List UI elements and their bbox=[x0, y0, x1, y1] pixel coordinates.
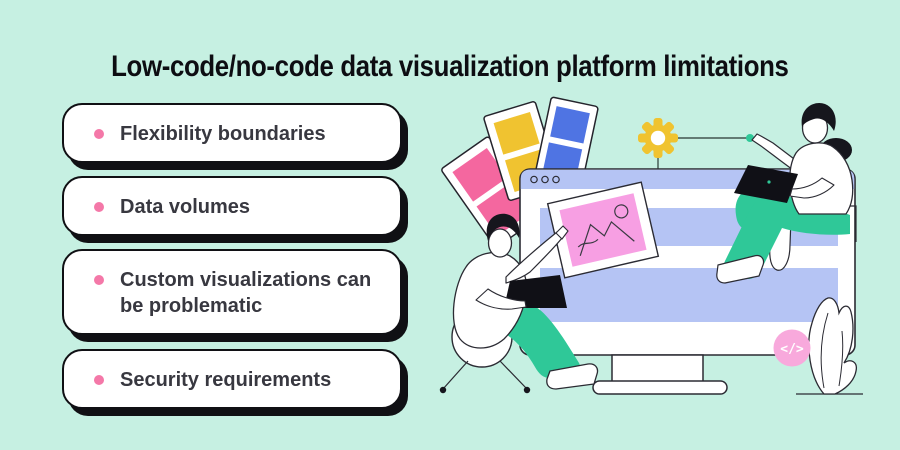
list-item: Data volumes bbox=[62, 176, 402, 236]
gear-wire bbox=[638, 118, 754, 171]
browser-dots bbox=[530, 175, 560, 184]
plant bbox=[796, 297, 863, 395]
list-item: Flexibility boundaries bbox=[62, 103, 402, 163]
person-left-head bbox=[487, 228, 513, 258]
gear-icon bbox=[638, 118, 678, 158]
person-left bbox=[439, 213, 599, 394]
list-item-label: Security requirements bbox=[120, 369, 332, 391]
mountain-icon bbox=[577, 204, 635, 256]
list-item: Security requirements bbox=[62, 349, 402, 409]
page-title: Low-code/no-code data visualization plat… bbox=[111, 50, 789, 84]
bullet-icon bbox=[94, 129, 104, 139]
laptop-icon bbox=[504, 275, 567, 308]
limitations-list: Flexibility boundaries Data volumes Cust… bbox=[62, 103, 402, 422]
person-left-raised-arm bbox=[505, 231, 563, 284]
monitor-base bbox=[592, 380, 728, 395]
code-icon: </> bbox=[780, 342, 804, 357]
bullet-icon bbox=[94, 375, 104, 385]
image-placeholder-card bbox=[546, 181, 660, 279]
person-right-typing-arm bbox=[789, 177, 835, 199]
illustration: </> bbox=[430, 95, 900, 430]
person-left-hair bbox=[486, 213, 520, 241]
bullet-icon bbox=[94, 202, 104, 212]
bullet-icon bbox=[94, 275, 104, 285]
laptop-logo-dot bbox=[767, 180, 771, 184]
person-left-shoe bbox=[546, 363, 599, 390]
person-left-hand bbox=[555, 225, 569, 240]
list-item-label: Flexibility boundaries bbox=[120, 123, 326, 145]
list-item: Custom visualizations can be problematic bbox=[62, 249, 402, 335]
content-stripe bbox=[540, 268, 838, 322]
monitor-stand bbox=[611, 354, 704, 383]
laptop-icon bbox=[734, 165, 798, 203]
person-right-hair bbox=[801, 102, 836, 131]
code-badge: </> bbox=[773, 329, 811, 367]
person-right-shoe bbox=[716, 254, 765, 284]
list-item-label: Data volumes bbox=[120, 196, 251, 218]
person-right bbox=[716, 102, 854, 284]
person-left-typing-arm bbox=[475, 288, 527, 310]
list-item-label: Custom visualizations can be problematic bbox=[120, 269, 372, 317]
